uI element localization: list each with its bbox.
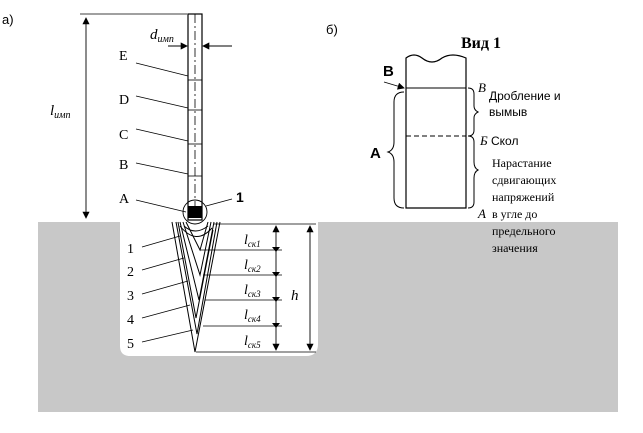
depth-ticks: [272, 247, 280, 328]
diameter-label: dимп: [150, 27, 174, 45]
zone-crush-line2: вымыв: [489, 105, 527, 119]
depth-label-2: lск2: [244, 258, 261, 274]
depth-label-3: lск3: [244, 283, 261, 299]
crater-number-3: 3: [127, 289, 134, 304]
position-label-e: E: [119, 49, 128, 64]
rod-tip: [188, 206, 202, 218]
view-rod-outline: [405, 54, 467, 209]
depth-labels: lск1 lск2 lск3 lск4 lск5: [244, 233, 261, 350]
right-brace-crush: [467, 87, 480, 137]
zone-growth-line: сдвигающих: [492, 173, 556, 187]
zone-chip: Скол: [491, 134, 518, 148]
zone-growth-line: напряжений: [492, 190, 555, 204]
crater-number-leaders: [141, 235, 194, 343]
view-b-label: В: [383, 63, 394, 80]
callout-number: 1: [236, 189, 244, 205]
crater-lines: [171, 221, 221, 353]
zone-growth-line: Нарастание: [492, 156, 552, 170]
length-label: lимп: [50, 103, 71, 121]
depth-label-5: lск5: [244, 334, 261, 350]
right-brace-growth: [467, 135, 480, 209]
callout-circle: [182, 199, 208, 225]
depth-extension-lines: [196, 223, 316, 353]
position-leaders: [135, 62, 189, 213]
callout-leader: [205, 198, 233, 207]
position-label-b: B: [119, 158, 128, 173]
view-b-arrow: [383, 81, 405, 90]
crater-number-4: 4: [127, 313, 134, 328]
zone-growth-line: значения: [492, 241, 538, 255]
panel-b-label: б): [326, 22, 338, 37]
crater-number-1: 1: [127, 242, 134, 257]
marker-b: В: [478, 80, 486, 95]
target-block: [38, 222, 618, 412]
zone-growth-line: в угле до: [492, 207, 537, 221]
zone-growth-line: предельного: [492, 224, 556, 238]
crater-number-2: 2: [127, 265, 134, 280]
depth-label-4: lск4: [244, 308, 261, 324]
zone-growth-text: Нарастание сдвигающих напряжений в угле …: [492, 156, 556, 255]
h-label: h: [291, 288, 299, 304]
position-label-c: C: [119, 128, 128, 143]
left-brace: [386, 91, 405, 209]
crater-number-5: 5: [127, 337, 134, 352]
position-label-d: D: [119, 93, 129, 108]
marker-a: А: [477, 206, 486, 221]
view-title: Вид 1: [461, 35, 501, 52]
zone-crush-line1: Дробление и: [489, 89, 561, 103]
position-labels: E D C B A: [119, 49, 130, 207]
crater-number-labels: 1 2 3 4 5: [127, 242, 134, 352]
marker-b2: Б: [479, 133, 488, 148]
brace-a-label: А: [370, 145, 381, 162]
panel-a-label: а): [2, 12, 14, 27]
position-label-a: A: [119, 192, 130, 207]
depth-label-1: lск1: [244, 233, 261, 249]
